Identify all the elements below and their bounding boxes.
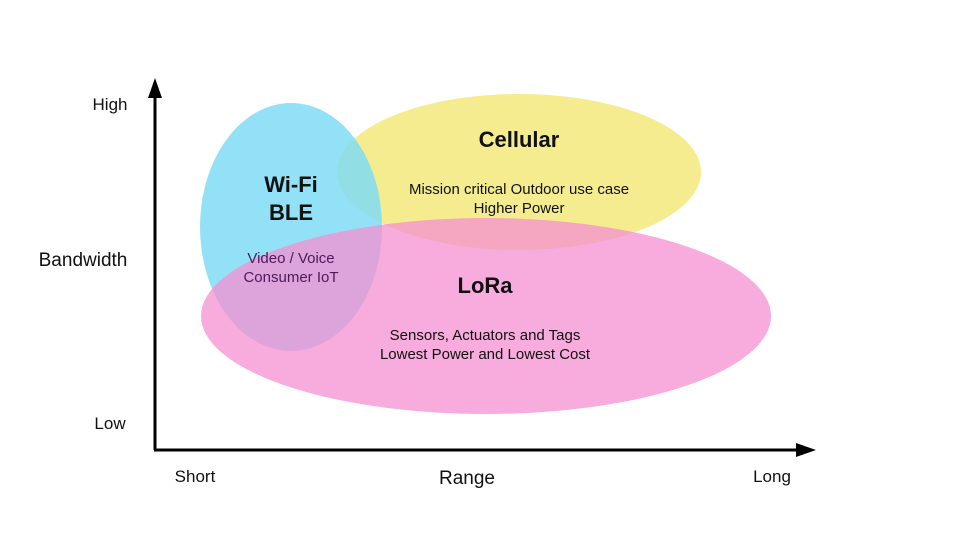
- x-long-label: Long: [753, 467, 791, 486]
- cellular-title: Cellular: [478, 127, 560, 152]
- wifi-title-line1: Wi-Fi: [264, 172, 318, 197]
- x-short-label: Short: [174, 467, 216, 486]
- cellular-desc-line1: Mission critical Outdoor use case: [408, 181, 630, 198]
- wifi-desc-line1: Video / Voice: [247, 250, 335, 267]
- lora-desc-line2: Lowest Power and Lowest Cost: [379, 346, 591, 363]
- cellular-ellipse: [337, 94, 701, 250]
- x-axis-label: Range: [439, 468, 495, 489]
- lora-desc-line1: Sensors, Actuators and Tags: [389, 327, 581, 344]
- y-axis-arrow-icon: [148, 78, 162, 98]
- cellular-desc-line2: Higher Power: [473, 200, 565, 217]
- y-low-label: Low: [94, 414, 126, 433]
- lora-ellipse: [201, 218, 771, 414]
- wifi-title-line2: BLE: [269, 200, 313, 225]
- y-high-label: High: [92, 95, 128, 114]
- y-axis-label: Bandwidth: [38, 250, 128, 271]
- x-axis-arrow-icon: [796, 443, 816, 457]
- lora-title: LoRa: [457, 273, 513, 298]
- wifi-desc-line2: Consumer IoT: [243, 269, 339, 286]
